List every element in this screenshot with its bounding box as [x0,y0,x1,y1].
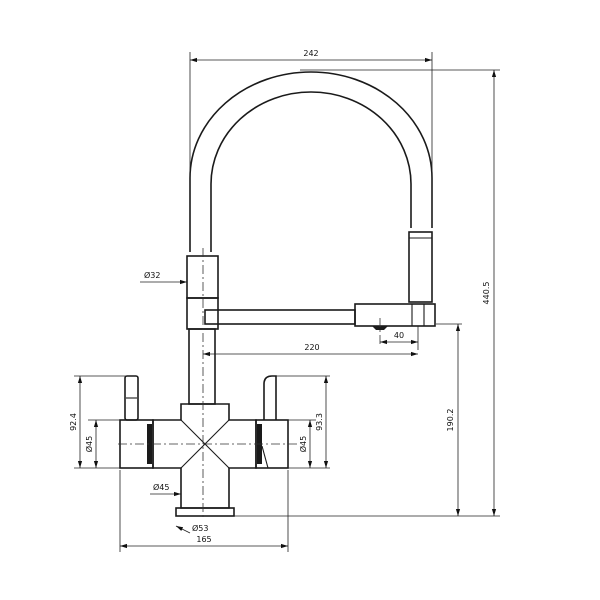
spray-head [408,231,433,303]
label-right-handle-height: 93.3 [315,413,324,431]
dimension-lines [77,57,497,549]
label-base-width: 165 [196,535,211,544]
label-spout-height: 190.2 [446,409,455,432]
label-width-top: 242 [303,49,318,58]
left-lever [124,375,139,421]
label-left-handle-height: 92.4 [69,413,78,431]
spout-arm [204,309,356,325]
spout-tip [354,303,436,327]
label-center-body-diameter: Ø45 [153,482,169,492]
riser-collar [186,255,219,299]
label-right-body-diameter: Ø45 [298,436,308,452]
body-hub [152,403,257,509]
label-spout-reach: 220 [304,343,319,352]
left-mixer-band [147,424,152,464]
label-spout-diameter: Ø32 [144,270,160,280]
aerator-nozzle [372,326,388,330]
base-plate [175,507,235,517]
label-left-body-diameter: Ø45 [84,436,94,452]
right-lever [263,375,277,420]
label-base-diameter: Ø53 [192,523,208,533]
center-lines [118,248,381,520]
faucet-outline [119,71,436,517]
gooseneck-outer [189,71,433,252]
dimension-labels: 242 440.5 190.2 220 40 Ø32 92.4 Ø45 93.3… [69,49,491,544]
label-total-height: 440.5 [482,282,491,305]
extension-lines [74,52,500,552]
label-aerator-offset: 40 [394,331,404,340]
gooseneck-inner [210,91,412,252]
riser-stem [188,328,216,405]
dim-base-dia-line [175,525,191,534]
